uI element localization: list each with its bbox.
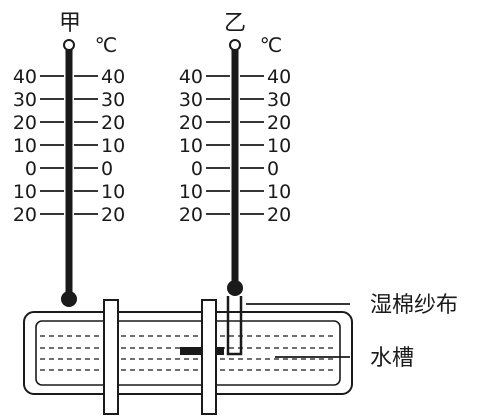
wet-gauze-label: 湿棉纱布	[370, 293, 458, 318]
scale-label-right: 10	[101, 181, 125, 203]
scale-label-right: 20	[267, 204, 291, 226]
thermometer-bulb	[227, 280, 243, 296]
thermometer-top-ring	[63, 39, 75, 51]
holder-left	[103, 299, 119, 415]
scale-label-right: 10	[101, 135, 125, 157]
scale-label-left: 30	[179, 89, 203, 111]
water-tank-label: 水槽	[370, 346, 414, 371]
scale-label-right: 0	[101, 158, 113, 180]
scale-label-left: 10	[13, 181, 37, 203]
scale-label-right: 20	[267, 112, 291, 134]
scale-label-right: 10	[267, 181, 291, 203]
scale-label-right: 20	[101, 204, 125, 226]
thermometer-name: 乙	[224, 11, 246, 36]
thermometer-stem	[231, 50, 239, 290]
scale-label-left: 20	[179, 112, 203, 134]
scale-label-right: 0	[267, 158, 279, 180]
scale-label-right: 20	[101, 112, 125, 134]
unit-label: ℃	[95, 33, 117, 57]
scale-label-left: 10	[13, 135, 37, 157]
scale-label-right: 10	[267, 135, 291, 157]
scale-label-right: 40	[101, 66, 125, 88]
thermometer-bulb	[61, 291, 77, 307]
scale-label-left: 0	[191, 158, 203, 180]
scale-label-left: 10	[179, 135, 203, 157]
thermometer-top-ring	[229, 39, 241, 51]
holder-clamps	[103, 299, 217, 415]
scale-label-right: 30	[101, 89, 125, 111]
scale-label-left: 20	[179, 204, 203, 226]
scale-label-left: 40	[179, 66, 203, 88]
holder-right	[201, 299, 217, 415]
scale-label-left: 10	[179, 181, 203, 203]
callout-lines	[246, 303, 350, 358]
scale-label-left: 30	[13, 89, 37, 111]
scale-label-right: 30	[267, 89, 291, 111]
unit-label: ℃	[260, 33, 282, 57]
thermometer-stem	[65, 50, 73, 300]
scale-label-left: 20	[13, 112, 37, 134]
scale-label-left: 0	[25, 158, 37, 180]
scale-label-left: 40	[13, 66, 37, 88]
thermometer-name: 甲	[59, 11, 81, 36]
scale-label-right: 40	[267, 66, 291, 88]
scale-label-left: 20	[13, 204, 37, 226]
water-tank	[23, 311, 353, 395]
